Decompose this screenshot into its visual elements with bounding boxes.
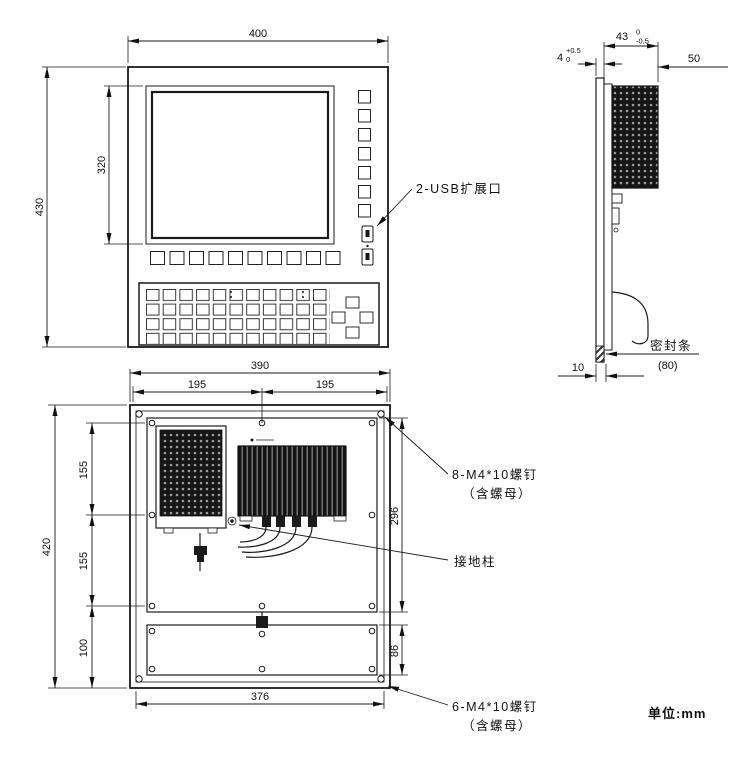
side-view [595, 77, 659, 363]
dim-rear-width-bottom: 376 [251, 691, 269, 703]
keyboard-keys [146, 289, 330, 344]
usb-ports [361, 225, 374, 266]
dim-flange-tol-upper: +0.5 [566, 46, 581, 55]
side-dimensions: 43 0 -0.5 4 +0.5 0 50 10 密封条 (80) [557, 28, 728, 382]
dim-cover-height: 86 [389, 645, 401, 657]
annotations: 8-M4*10螺钉 （含螺母） 接地柱 6-M4*10螺钉 （含螺母） 单位:m… [238, 416, 706, 733]
front-dimensions: 400 430 320 2-USB扩展口 [34, 28, 502, 348]
dim-front-height: 430 [34, 198, 46, 216]
dim-left-span: 195 [188, 379, 206, 391]
ground-label: 接地柱 [454, 554, 496, 569]
side-rear-box [611, 85, 659, 189]
front-view [127, 66, 389, 348]
dim-bottom-gap: 10 [572, 362, 584, 374]
dim-flange-tol-lower: 0 [566, 55, 570, 64]
power-supply [155, 425, 227, 571]
bottom-connector [256, 616, 268, 628]
dim-depth: 43 [616, 31, 628, 43]
screws8-label: 8-M4*10螺钉 [452, 468, 538, 482]
plate-screw [258, 602, 266, 610]
cover-screw [148, 665, 156, 673]
frame-screw [135, 410, 143, 418]
dim-seg-lower: 155 [78, 552, 90, 570]
side-bezel [595, 77, 605, 363]
mounting-bracket [611, 291, 649, 345]
seal-label: 密封条 [650, 338, 692, 353]
grounding-post [227, 516, 237, 526]
dim-depth-tol-upper: 0 [636, 28, 640, 37]
dim-rear-height: 420 [41, 538, 53, 556]
arrow-keys [331, 296, 374, 339]
frame-screw [377, 675, 385, 683]
dim-depth-tol-lower: -0.5 [636, 37, 649, 46]
frame-screw [135, 675, 143, 683]
seal-strip [595, 345, 605, 363]
dim-rear-width-top: 390 [251, 360, 269, 372]
frame-screw [377, 410, 385, 418]
display-screen [150, 90, 330, 240]
dim-seg-bottom: 100 [78, 639, 90, 657]
heatsink-module [237, 438, 347, 558]
cover-screw [258, 665, 266, 673]
unit-note: 单位:mm [648, 706, 706, 721]
cover-screw [258, 630, 266, 638]
rear-view [129, 404, 391, 689]
cover-screw [368, 665, 376, 673]
dim-screen-height: 320 [96, 156, 108, 174]
dim-rear-box: 50 [688, 53, 700, 65]
side-chassis [603, 83, 613, 351]
dim-seg-upper: 155 [78, 461, 90, 479]
dim-front-width: 400 [249, 28, 267, 40]
plate-screw [368, 511, 376, 519]
dim-flange: 4 [557, 52, 563, 64]
softkey-row [150, 251, 345, 265]
plate-screw [148, 419, 156, 427]
plate-screw [368, 419, 376, 427]
dim-plate-height: 296 [389, 507, 401, 525]
usb-label: 2-USB扩展口 [416, 182, 502, 196]
seal-value: (80) [658, 360, 678, 372]
plate-screw [148, 511, 156, 519]
side-function-keys [358, 90, 371, 223]
screws6-note: （含螺母） [462, 718, 532, 733]
screws8-note: （含螺母） [462, 486, 532, 501]
rear-dimensions: 390 195 195 420 155 155 100 296 86 [41, 360, 408, 709]
plate-screw [148, 602, 156, 610]
plate-screw [368, 602, 376, 610]
cover-screw [368, 627, 376, 635]
cover-screw [148, 627, 156, 635]
dim-right-span: 195 [316, 379, 334, 391]
screws6-label: 6-M4*10螺钉 [452, 700, 538, 714]
